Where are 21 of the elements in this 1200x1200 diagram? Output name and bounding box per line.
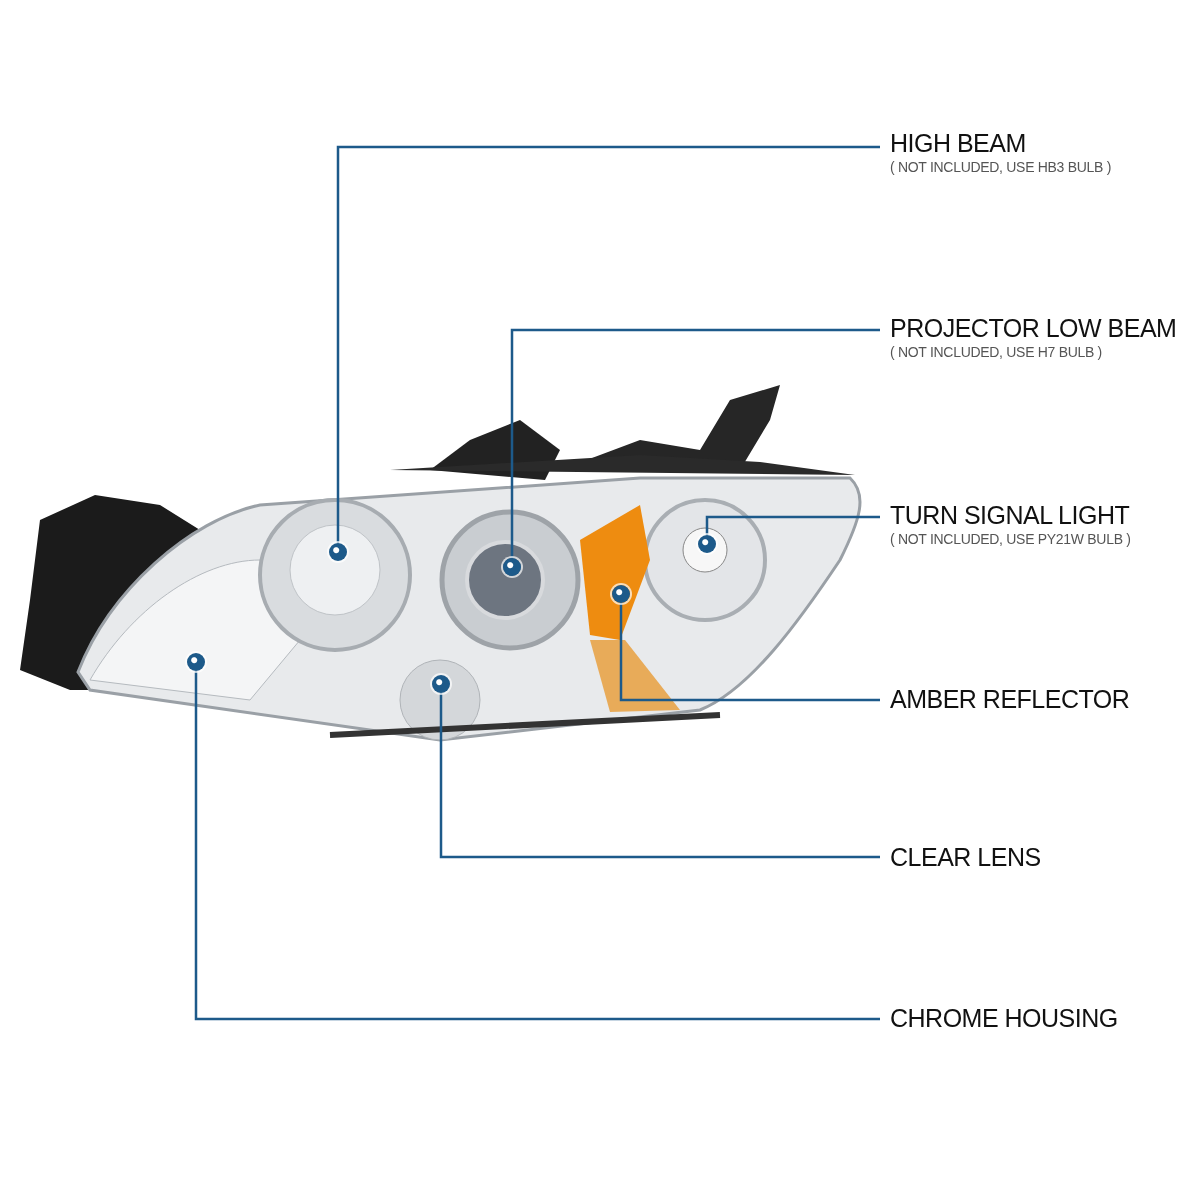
part-label: TURN SIGNAL LIGHT [890, 500, 1131, 530]
leader-line [619, 603, 880, 702]
leader-line [194, 671, 880, 1021]
part-label: CHROME HOUSING [890, 1003, 1119, 1033]
callout-dot [612, 585, 630, 603]
part-label: HIGH BEAM [890, 128, 1027, 158]
bulb-note: ( NOT INCLUDED, USE H7 BULB ) [890, 343, 1103, 361]
leader-line [705, 515, 880, 535]
part-label: PROJECTOR LOW BEAM [890, 313, 1178, 343]
callout-dot [329, 543, 347, 561]
bulb-note: ( NOT INCLUDED, USE HB3 BULB ) [890, 158, 1112, 176]
callout-dot [187, 653, 205, 671]
callout-dot [432, 675, 450, 693]
part-label: AMBER REFLECTOR [890, 684, 1131, 714]
bulb-note: ( NOT INCLUDED, USE PY21W BULB ) [890, 530, 1132, 548]
leader-line [510, 328, 880, 558]
part-label: CLEAR LENS [890, 842, 1042, 872]
callout-dot [698, 535, 716, 553]
leader-line [439, 693, 880, 859]
leader-line [336, 145, 880, 543]
callout-dot [503, 558, 521, 576]
